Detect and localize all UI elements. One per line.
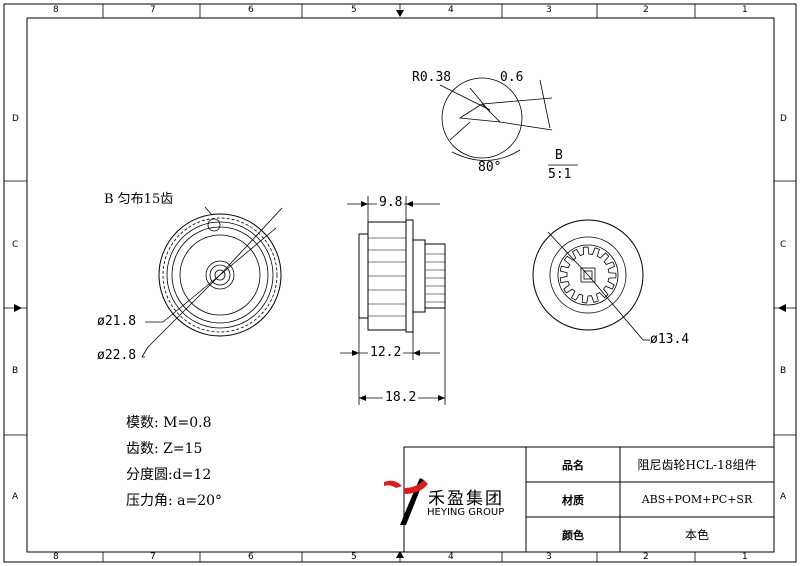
zone-ticks bbox=[4, 4, 796, 562]
title-label-color: 颜色 bbox=[562, 528, 584, 542]
title-label-name: 品名 bbox=[562, 458, 584, 472]
col-label: 5 bbox=[351, 552, 357, 562]
detail-b bbox=[439, 77, 578, 166]
col-label: 2 bbox=[643, 552, 649, 562]
col-label: 8 bbox=[53, 5, 59, 15]
param-module: 模数: M=0.8 bbox=[126, 415, 212, 431]
col-label: 7 bbox=[150, 552, 156, 562]
col-label: 6 bbox=[248, 552, 254, 562]
col-label: 8 bbox=[53, 552, 59, 562]
right-view-dia: ø13.4 bbox=[650, 332, 690, 347]
title-label-material: 材质 bbox=[562, 493, 584, 507]
col-label: 2 bbox=[643, 5, 649, 15]
side-view-width-total: 18.2 bbox=[383, 390, 419, 405]
param-pressure-angle: 压力角: a=20° bbox=[126, 493, 223, 509]
center-arrows bbox=[14, 10, 786, 558]
col-label: 3 bbox=[546, 552, 552, 562]
param-pitch-diameter: 分度圆:d=12 bbox=[126, 467, 212, 483]
side-view bbox=[340, 196, 446, 405]
row-label: A bbox=[12, 492, 19, 502]
front-view-dia-outer: ø22.8 bbox=[97, 348, 137, 363]
right-view bbox=[532, 219, 650, 341]
side-view-arrows bbox=[352, 201, 445, 401]
detail-angle-label: 80° bbox=[478, 160, 502, 175]
col-label: 6 bbox=[248, 5, 254, 15]
right-view-gear-teeth bbox=[559, 246, 617, 304]
detail-radius-label: R0.38 bbox=[412, 70, 452, 85]
col-label: 3 bbox=[546, 5, 552, 15]
row-label: D bbox=[12, 114, 19, 124]
heying-logo-icon bbox=[384, 478, 428, 525]
row-label: C bbox=[12, 240, 19, 250]
detail-view-scale: 5:1 bbox=[548, 167, 572, 182]
detail-view-letter: B bbox=[555, 148, 563, 163]
col-label: 1 bbox=[742, 5, 748, 15]
side-view-width-top: 9.8 bbox=[377, 195, 405, 210]
logo-en: HEYING GROUP bbox=[427, 507, 505, 518]
side-view-width-mid: 12.2 bbox=[368, 345, 404, 360]
front-view bbox=[141, 206, 283, 358]
row-label: D bbox=[780, 114, 787, 124]
title-value-name: 阻尼齿轮HCL-18组件 bbox=[637, 458, 757, 472]
title-block-grid bbox=[403, 446, 775, 553]
param-teeth: 齿数: Z=15 bbox=[126, 441, 203, 457]
col-label: 5 bbox=[351, 5, 357, 15]
title-value-color: 本色 bbox=[684, 528, 709, 542]
col-label: 4 bbox=[448, 552, 454, 562]
row-label: C bbox=[780, 240, 787, 250]
gear-params: 模数: M=0.8 齿数: Z=15 分度圆:d=12 压力角: a=20° bbox=[126, 410, 222, 514]
row-label: B bbox=[780, 366, 787, 376]
front-view-dia-inner: ø21.8 bbox=[97, 314, 137, 329]
front-view-note: B 匀布15齿 bbox=[104, 192, 174, 207]
col-label: 4 bbox=[448, 5, 454, 15]
title-value-material: ABS+POM+PC+SR bbox=[641, 493, 753, 506]
detail-thickness-label: 0.6 bbox=[500, 70, 524, 85]
row-label: A bbox=[780, 492, 787, 502]
row-label: B bbox=[12, 366, 19, 376]
logo-cn: 禾盈集团 bbox=[428, 489, 504, 509]
col-label: 7 bbox=[150, 5, 156, 15]
col-label: 1 bbox=[742, 552, 748, 562]
